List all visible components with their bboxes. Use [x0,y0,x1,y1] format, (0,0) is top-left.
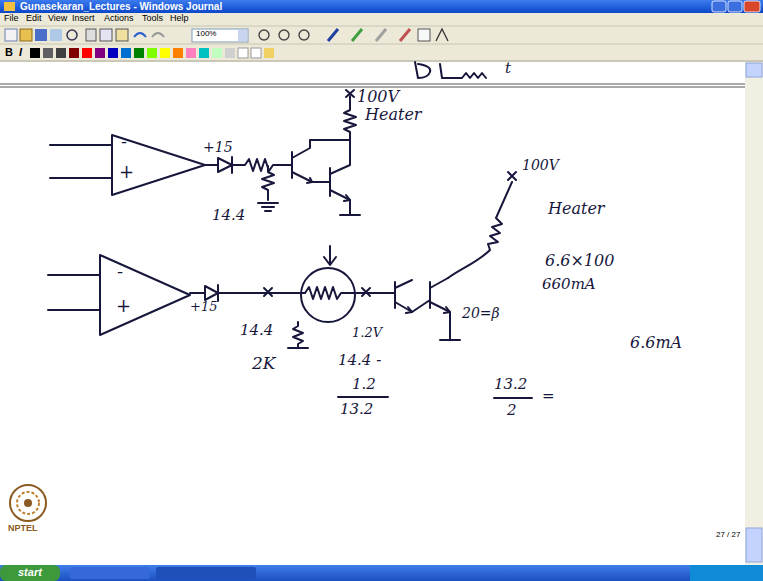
heater-label: Heater [365,106,422,124]
opamp-sign: - [117,262,123,282]
voltage-label: 1.2V [352,326,382,340]
opamp-sign: + [119,162,134,182]
heater-label: Heater [548,200,605,218]
calc-note: 13.2 [340,401,373,418]
page-counter: 27 / 27 [716,531,740,540]
menu-item: View [48,14,67,24]
menu-item: Help [170,14,189,24]
voltage-label: 14.4 [212,207,245,224]
opamp-sign: + [116,296,131,316]
menu-item: File [4,14,19,24]
window-title: Gunasekaran_Lectures - Windows Journal [20,1,222,12]
menu-item: Actions [104,14,134,24]
menu-item: Tools [142,14,163,24]
current-label: 6.6mA [630,334,682,352]
calc-note: 14.4 - [338,352,381,369]
start-button: start [18,566,42,578]
voltage-label: +15 [190,300,217,314]
voltage-label: 100V [522,158,559,173]
calc-note: = [542,388,555,405]
opamp-sign: - [121,132,127,152]
current-label: 660mA [542,276,596,293]
zoom-box: 100% [196,30,216,39]
voltage-label: 14.4 [240,322,273,339]
logo-text: NPTEL [8,524,38,534]
resistor-value: 2K [252,354,276,373]
menu-item: Insert [72,14,95,24]
calc-note: 2 [507,402,517,419]
calc-note: 1.2 [352,376,376,393]
calc-note: 13.2 [494,376,527,393]
gain-label: 20=β [462,306,500,321]
sketch-fragment: t [505,60,511,77]
voltage-label: +15 [203,140,233,155]
voltage-label: 100V [357,88,399,106]
menu-item: Edit [26,14,42,24]
italic-button: I [19,46,22,58]
bold-button: B [5,46,13,58]
calc-note: 6.6×100 [545,252,614,270]
